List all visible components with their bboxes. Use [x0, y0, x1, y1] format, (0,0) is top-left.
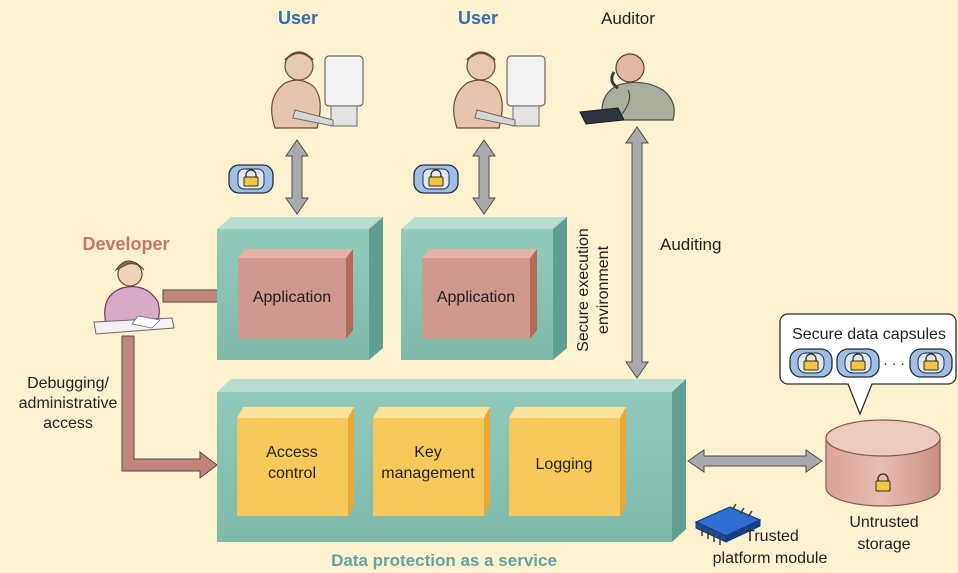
user-right-label: User	[458, 8, 498, 28]
storage-arrow	[687, 449, 823, 473]
storage-line2: storage	[857, 536, 910, 553]
developer-label: Developer	[82, 234, 169, 254]
capsule-lock-3	[909, 348, 953, 378]
capsule-ellipsis: · · ·	[883, 355, 905, 371]
secure-env-line2: environment	[595, 245, 612, 334]
debug-line3: access	[43, 415, 93, 432]
debug-line2: administrative	[19, 395, 118, 412]
access-control-line1: Access	[266, 444, 318, 461]
access-control-box	[237, 407, 354, 516]
user-right-arrow	[472, 139, 496, 215]
lock-badge-left	[228, 164, 274, 194]
storage-line1: Untrusted	[849, 514, 918, 531]
tpm-line2: platform module	[713, 550, 828, 567]
cylinder-database-icon	[825, 419, 941, 507]
logging-label: Logging	[536, 456, 593, 473]
auditor-figure	[579, 53, 675, 125]
application-left-box	[238, 249, 353, 339]
user-left-figure	[271, 51, 364, 129]
dpaas-label: Data protection as a service	[331, 551, 557, 570]
developer-figure	[93, 260, 175, 335]
key-management-line2: management	[381, 465, 475, 482]
auditing-label: Auditing	[660, 235, 721, 254]
capsule-lock-2	[836, 348, 880, 378]
auditing-arrow	[625, 126, 649, 379]
tpm-line1: Trusted	[745, 528, 799, 545]
application-right-box	[422, 249, 537, 339]
chip-icon	[694, 503, 762, 545]
user-left-arrow	[285, 139, 309, 215]
developer-debug-arrow	[121, 335, 218, 480]
capsule-lock-1	[789, 348, 833, 378]
lock-badge-right	[413, 164, 459, 194]
access-control-line2: control	[268, 465, 316, 482]
application-left-label: Application	[253, 289, 331, 306]
secure-env-label: Secure execution environment	[575, 228, 612, 352]
key-management-box	[373, 407, 490, 516]
logging-box	[509, 407, 626, 516]
secure-env-line1: Secure execution	[575, 228, 592, 352]
user-right-figure	[453, 51, 546, 129]
secure-capsules-label: Secure data capsules	[792, 326, 946, 343]
user-left-label: User	[278, 8, 318, 28]
auditor-label: Auditor	[601, 9, 655, 28]
application-right-label: Application	[437, 289, 515, 306]
debug-line1: Debugging/	[27, 375, 109, 392]
key-management-line1: Key	[414, 444, 442, 461]
